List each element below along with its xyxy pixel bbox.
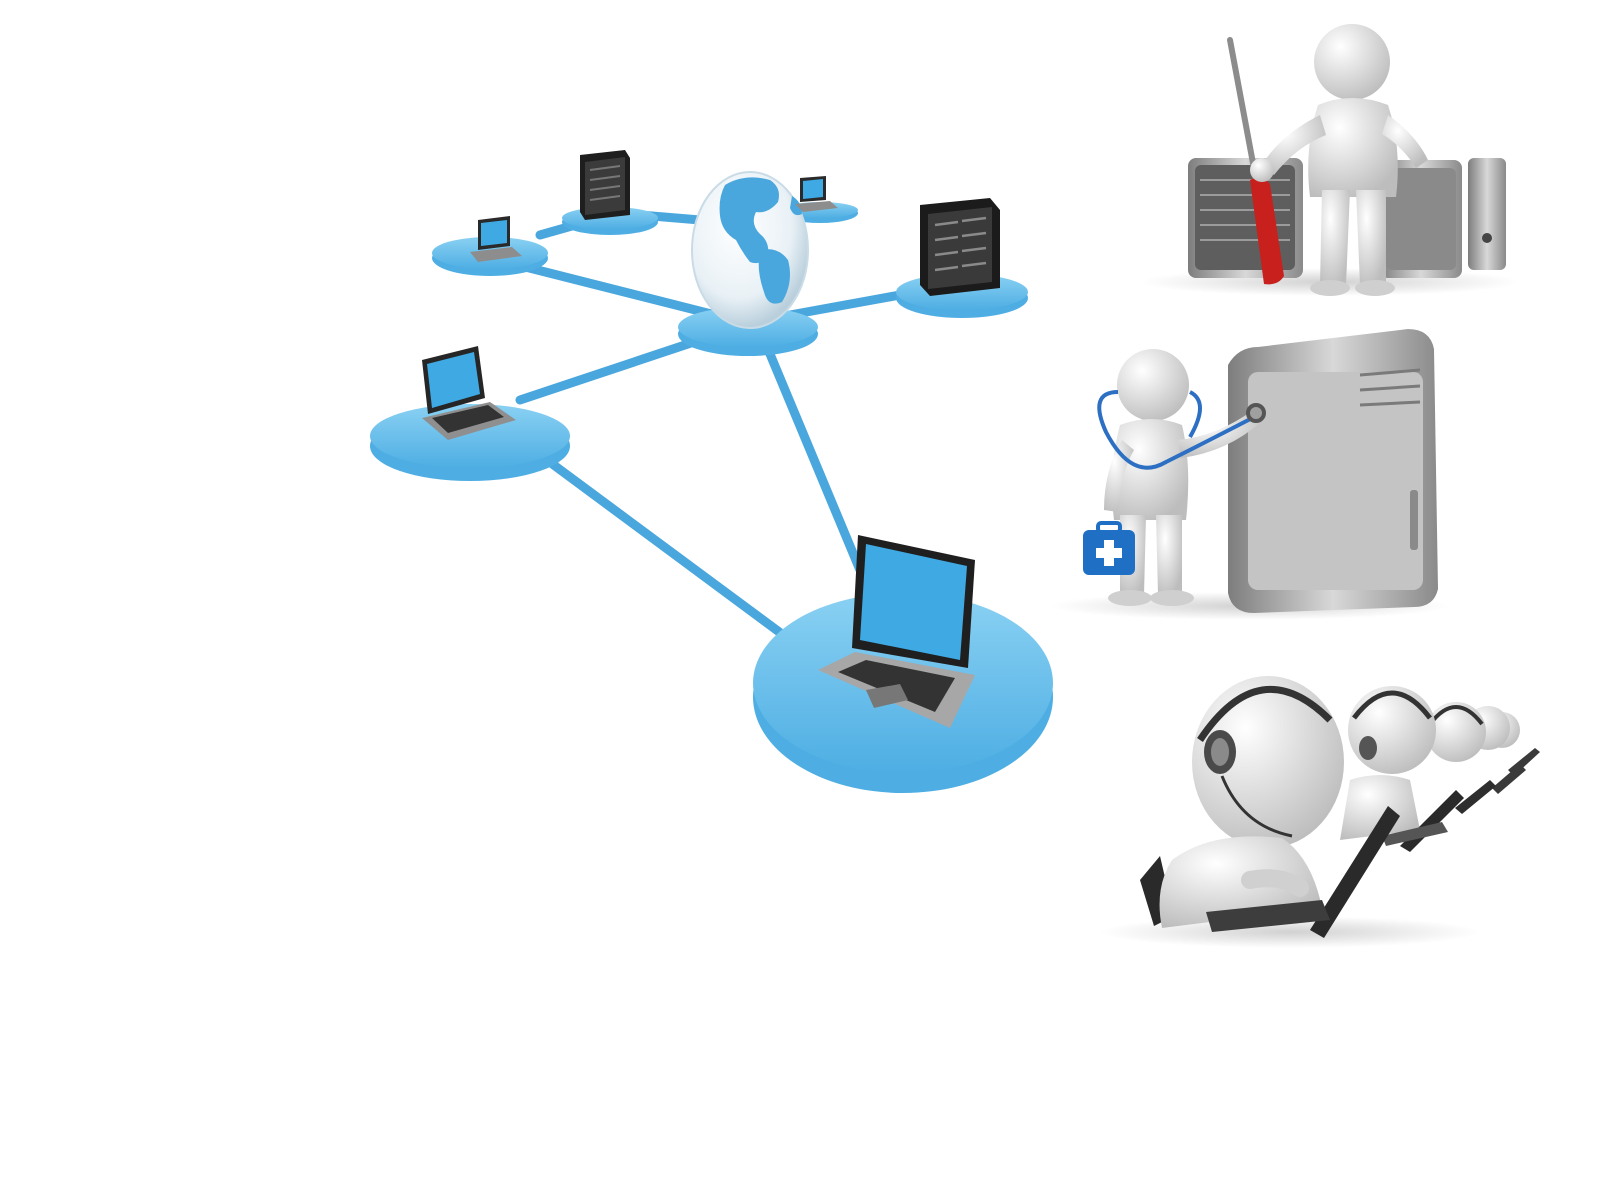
headset-icon [1204,730,1293,838]
stethoscope-icon [1097,390,1266,470]
agent-figure [1140,676,1400,938]
call-center-agents-with-headsets [1100,676,1540,948]
laptop-icon [818,535,975,728]
link [515,435,795,645]
medkit-icon [1083,521,1135,575]
platform-top [370,404,570,468]
laptop-icon [470,216,522,262]
server-icon [1188,158,1303,278]
laptop-icon [1206,900,1330,932]
doctor-with-stethoscope-and-server-tower [1050,329,1450,620]
shadow [1100,916,1480,948]
laptop-icon [1310,806,1400,938]
network-platforms [370,202,1053,793]
laptop-icon [795,176,838,212]
server-icon [920,198,1000,296]
server-icon [1380,160,1462,278]
network-diagram [370,150,1053,793]
link [755,325,865,575]
globe-icon [691,171,809,329]
link [785,290,905,320]
server-icon [1228,329,1438,613]
headset-icon [1359,736,1377,760]
server-icon [1468,158,1506,270]
screwdriver-icon [1227,37,1284,285]
agent-figure [1340,686,1464,852]
agent-figure [1426,702,1496,814]
laptop-icon [422,346,516,440]
server-icon [580,150,630,220]
technician-with-screwdriver-and-servers [1140,24,1520,296]
person-figure [1262,24,1428,296]
